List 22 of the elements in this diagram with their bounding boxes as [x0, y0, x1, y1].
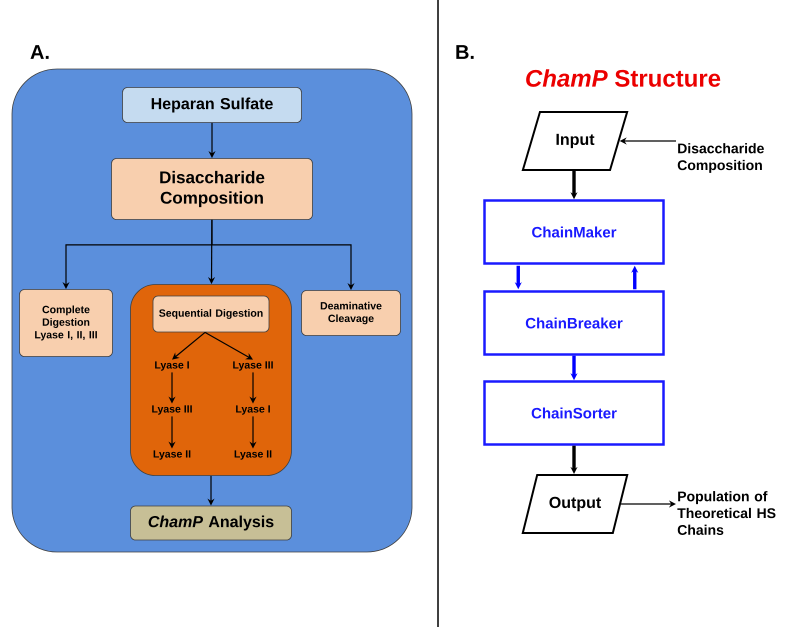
step-label: Lyase I — [236, 405, 270, 415]
step-label: Lyase II — [234, 450, 272, 460]
process-box: Disaccharide Composition — [111, 158, 313, 220]
step-label: Lyase I — [155, 361, 189, 371]
module-box: ChainMaker — [483, 199, 665, 265]
module-box: ChainSorter — [483, 380, 665, 446]
process-box: ChamP Analysis — [130, 506, 292, 540]
step-label: Lyase III — [233, 361, 273, 371]
panel-letter: A. — [30, 45, 49, 59]
process-box: Complete Digestion Lyase I, II, III — [19, 289, 113, 357]
step-label: Lyase II — [154, 450, 190, 460]
diagram-title: ChamP Structure — [526, 69, 720, 87]
io-parallelogram: Input — [522, 111, 628, 171]
side-note: Population of Theoretical HS Chains — [677, 491, 776, 535]
step-label: Lyase III — [152, 405, 192, 415]
process-box: Heparan Sulfate — [122, 87, 302, 123]
side-note: Disaccharide Composition — [678, 143, 764, 173]
process-box: Sequential Digestion — [152, 296, 270, 332]
io-parallelogram: Output — [522, 474, 628, 534]
module-box: ChainBreaker — [483, 290, 665, 356]
panel-letter: B. — [456, 45, 474, 59]
process-box: Deaminative Cleavage — [301, 290, 401, 336]
